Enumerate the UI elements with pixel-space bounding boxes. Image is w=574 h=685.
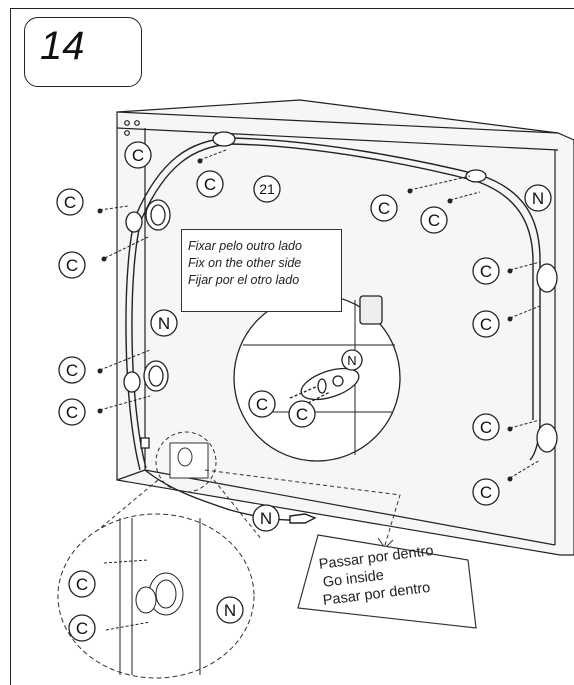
- clip-label: C: [132, 146, 144, 165]
- nut-label: N: [224, 601, 236, 620]
- note-line-es: Fijar por el otro lado: [188, 273, 299, 287]
- clip-label: C: [480, 483, 492, 502]
- note-line-en: Fix on the other side: [188, 256, 301, 270]
- clip-label: C: [66, 361, 78, 380]
- detail-lens: [234, 295, 400, 461]
- clip-label: C: [66, 256, 78, 275]
- clip-label: C: [480, 418, 492, 437]
- nut-label: N: [347, 353, 356, 368]
- clip-label: C: [204, 175, 216, 194]
- nut-label: N: [532, 189, 544, 208]
- nut-label: N: [158, 314, 170, 333]
- clip-label: C: [296, 405, 308, 424]
- clip-label: C: [256, 395, 268, 414]
- clip-label: C: [76, 575, 88, 594]
- clip-label: C: [66, 403, 78, 422]
- clip-label: C: [428, 211, 440, 230]
- clip-label: C: [76, 619, 88, 638]
- nut-label: N: [260, 509, 272, 528]
- note-line-pt: Fixar pelo outro lado: [188, 239, 302, 253]
- part-number: 21: [259, 181, 275, 197]
- clip-label: C: [64, 193, 76, 212]
- clip-label: C: [378, 199, 390, 218]
- clip-label: C: [480, 315, 492, 334]
- clip-label: C: [480, 262, 492, 281]
